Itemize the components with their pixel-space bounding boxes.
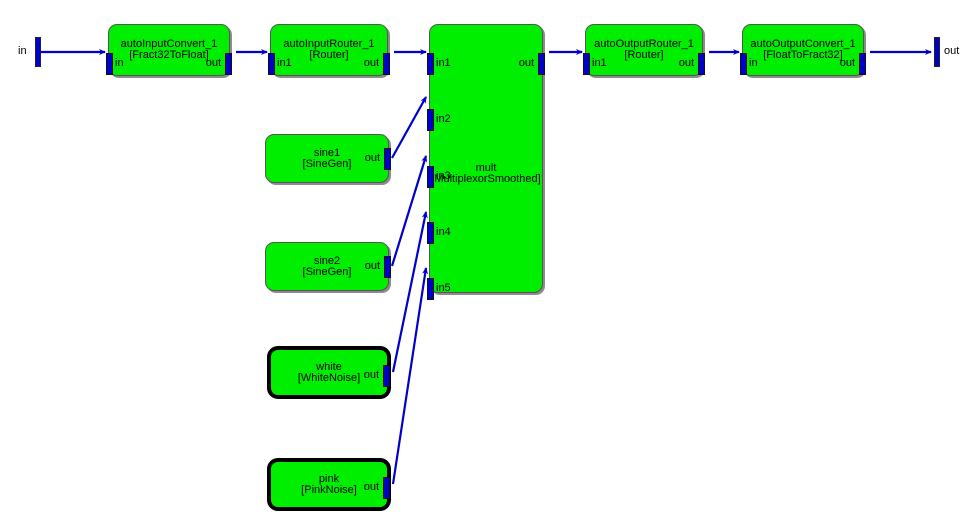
output-port-out[interactable] [384, 256, 391, 278]
input-port-in1[interactable] [583, 53, 590, 75]
output-port-out[interactable] [384, 148, 391, 170]
block-mult[interactable]: mult[MultiplexorSmoothed] in1 in2 in3 in4 in5… [427, 24, 545, 300]
in-terminal-label: in [18, 45, 27, 57]
block-type: [Router] [309, 49, 349, 61]
out-terminal[interactable] [934, 37, 940, 67]
output-port-out[interactable] [538, 53, 545, 75]
output-port-label: out [364, 152, 380, 164]
output-port-out[interactable] [383, 53, 390, 75]
input-port-label: in [749, 57, 758, 69]
wire[interactable] [390, 155, 428, 267]
block-name: autoOutputConvert_1 [750, 37, 856, 50]
block-type: [SineGen] [302, 265, 352, 278]
block-type: [Router] [624, 49, 664, 61]
block-type: [MultiplexorSmoothed] [431, 173, 541, 186]
block-name: sine2 [313, 254, 341, 267]
output-port-label: out [839, 57, 855, 69]
block-label-group: sine2[SineGen] [266, 254, 388, 278]
input-port-label: in1 [592, 57, 607, 69]
input-port-label: in1 [436, 57, 451, 69]
block-name: white [316, 360, 342, 373]
input-port-in[interactable] [740, 53, 747, 75]
block-label-group: autoOutputConvert_1[FloatToFract32] [743, 37, 863, 61]
block-sine2[interactable]: sine2[SineGen]out [265, 242, 391, 291]
block-name: pink [318, 472, 340, 485]
block-type: [Fract32ToFloat] [129, 49, 209, 61]
block-label-group: mult[MultiplexorSmoothed] [430, 162, 542, 186]
output-port-label: out [363, 369, 379, 381]
input-port-label: in1 [277, 57, 292, 69]
block-label-group: autoInputConvert_1[Fract32ToFloat] [109, 37, 229, 61]
wire[interactable] [391, 211, 428, 373]
wire[interactable] [391, 267, 429, 485]
input-port-in1[interactable] [268, 53, 275, 75]
input-port-in5[interactable] [427, 278, 434, 300]
in-terminal[interactable] [35, 37, 41, 67]
block-label-group: sine1[SineGen] [266, 146, 388, 170]
input-port-in3[interactable] [427, 166, 434, 188]
block-type: [WhiteNoise] [297, 371, 361, 384]
input-port-in2[interactable] [427, 109, 434, 131]
output-port-out[interactable] [383, 477, 390, 499]
block-type: [FloatToFract32] [763, 49, 843, 61]
input-port-label: in2 [436, 113, 451, 125]
input-port-in4[interactable] [427, 222, 434, 244]
block-name: autoInputConvert_1 [120, 37, 218, 50]
block-name: sine1 [313, 146, 341, 159]
block-pink[interactable]: pink[PinkNoise]out [267, 458, 391, 511]
output-port-out[interactable] [859, 53, 866, 75]
wire[interactable] [391, 96, 427, 159]
input-port-label: in4 [436, 226, 451, 238]
input-port-in[interactable] [106, 53, 113, 75]
output-port-label: out [205, 57, 221, 69]
block-white[interactable]: white[WhiteNoise]out [267, 346, 391, 399]
output-port-out[interactable] [698, 53, 705, 75]
out-terminal-label: out [944, 45, 960, 57]
block-label-group: autoInputRouter_1[Router] [271, 37, 387, 61]
output-port-label: out [363, 57, 379, 69]
input-port-label: in5 [436, 282, 451, 294]
output-port-out[interactable] [383, 365, 390, 387]
block-sine1[interactable]: sine1[SineGen]out [265, 134, 391, 183]
output-port-label: out [678, 57, 694, 69]
output-port-out[interactable] [225, 53, 232, 75]
input-port-in1[interactable] [427, 53, 434, 75]
block-type: [SineGen] [302, 157, 352, 170]
block-label-group: white[WhiteNoise] [271, 360, 387, 384]
block-type: [PinkNoise] [301, 483, 357, 496]
block-name: autoInputRouter_1 [283, 37, 375, 50]
output-port-label: out [518, 57, 534, 69]
block-label-group: pink[PinkNoise] [271, 472, 387, 496]
output-port-label: out [364, 260, 380, 272]
block-name: autoOutputRouter_1 [594, 37, 694, 50]
block-name: mult [475, 162, 497, 174]
block-label-group: autoOutputRouter_1[Router] [586, 37, 702, 61]
output-port-label: out [363, 481, 379, 493]
input-port-label: in3 [436, 170, 451, 182]
input-port-label: in [115, 57, 124, 69]
